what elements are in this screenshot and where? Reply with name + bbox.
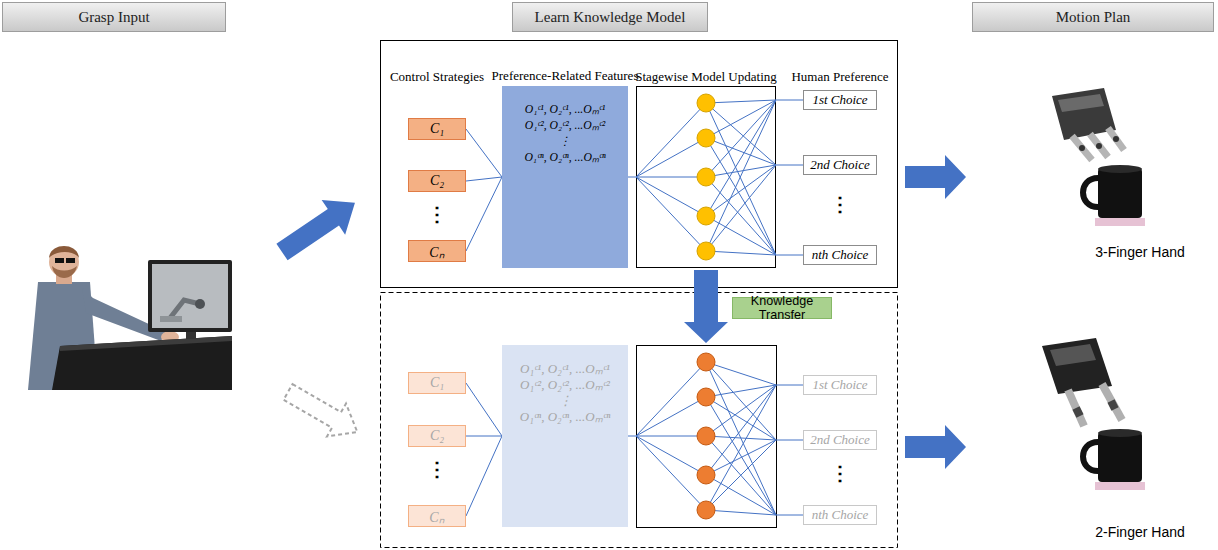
connector-line [466, 129, 502, 177]
hand-caption: 2-Finger Hand [1080, 521, 1200, 543]
box-text: nth Choice [812, 507, 869, 523]
connector-line [466, 177, 502, 251]
box-text: 2nd Choice [810, 157, 870, 173]
strategy-box: C₁ [408, 118, 466, 140]
header-box: Motion Plan [972, 2, 1214, 32]
transfer-network [628, 346, 803, 528]
choice-box: 2nd Choice [803, 155, 877, 175]
column-heading: Preference-Related Features [485, 68, 645, 83]
choice-box: 1st Choice [803, 90, 877, 110]
network-box: Stagewise Model Updating [636, 86, 776, 268]
connector-line [776, 255, 803, 256]
transfer-arrow [684, 270, 728, 343]
ellipsis: ⋮ [559, 134, 571, 150]
column-heading: Control Strategies [387, 48, 487, 84]
strategy-box: Cₙ [408, 240, 466, 262]
header-box: Grasp Input [2, 2, 226, 32]
box-text: C₂ [430, 173, 444, 189]
choice-box: nth Choice [803, 245, 877, 265]
choice-box: 1st Choice [803, 375, 877, 395]
header-box: Learn Knowledge Model [512, 2, 708, 32]
ellipsis: ⋮ [422, 198, 452, 230]
connector-line [466, 383, 502, 436]
box-text: O₁ᶜⁿ, O₂ᶜⁿ, ...Oₘᶜⁿ [524, 150, 605, 166]
box-text: Learn Knowledge Model [535, 9, 686, 26]
ellipsis: ⋮ [559, 393, 572, 409]
column-heading: Stagewise Model Updating [626, 69, 786, 84]
box-text: Cₙ [429, 507, 444, 526]
box-text: Grasp Input [78, 9, 149, 26]
ellipsis: ⋮ [422, 453, 452, 485]
box-text: Knowledge Transfer [733, 294, 831, 322]
person-photo [0, 228, 232, 390]
connector-line [466, 436, 502, 516]
three-finger-hand-image [1052, 88, 1145, 226]
hand-caption: 3-Finger Hand [1080, 241, 1200, 263]
connector-line [776, 165, 803, 166]
choice-box: nth Choice [803, 505, 877, 525]
strategy-box: C₂ [408, 170, 466, 192]
choice-box: 2nd Choice [803, 430, 877, 450]
ellipsis: ⋮ [825, 188, 855, 220]
connector-line [776, 100, 803, 101]
box-text: Cₙ [429, 242, 444, 261]
two-finger-hand-image [1042, 338, 1145, 490]
transfer-panel [381, 293, 898, 548]
connector-line [628, 177, 636, 178]
column-heading: Human Preference [790, 48, 890, 84]
box-text: O₁ᶜⁿ, O₂ᶜⁿ, ...Oₘᶜⁿ [520, 409, 610, 425]
transfer-label-box: Knowledge Transfer [732, 297, 832, 319]
box-text: O₁ᶜ², O₂ᶜ², ...Oₘᶜ² [520, 377, 610, 393]
output-arrow [905, 425, 966, 469]
strategy-box: Cₙ [408, 505, 466, 527]
connector-line [466, 436, 502, 437]
box-text: 1st Choice [812, 92, 867, 108]
model-panel [381, 41, 898, 288]
input-arrow [270, 185, 366, 269]
network-mesh [636, 86, 776, 268]
output-arrow [905, 155, 966, 199]
feature-box: O₁ᶜ¹, O₂ᶜ¹, ...Oₘᶜ¹O₁ᶜ², O₂ᶜ², ...Oₘᶜ²⋮O… [502, 345, 628, 527]
box-text: 2nd Choice [810, 432, 870, 448]
box-text: nth Choice [812, 247, 869, 263]
box-text: O₁ᶜ¹, O₂ᶜ¹, ...Oₘᶜ¹ [525, 102, 606, 118]
box-text: C₁ [430, 121, 444, 137]
box-text: O₁ᶜ¹, O₂ᶜ¹, ...Oₘᶜ¹ [520, 361, 610, 377]
ellipsis: ⋮ [825, 457, 855, 489]
feature-box: Preference-Related FeaturesO₁ᶜ¹, O₂ᶜ¹, .… [502, 86, 628, 268]
box-text: C₂ [430, 428, 444, 444]
strategy-box: C₁ [408, 372, 466, 394]
strategy-box: C₂ [408, 425, 466, 447]
connector-line [466, 177, 502, 181]
box-text: 1st Choice [812, 377, 867, 393]
box-text: C₁ [430, 375, 444, 391]
dashed-input-arrow [279, 376, 367, 449]
box-text: Motion Plan [1056, 9, 1131, 26]
box-text: O₁ᶜ², O₂ᶜ², ...Oₘᶜ² [525, 118, 606, 134]
